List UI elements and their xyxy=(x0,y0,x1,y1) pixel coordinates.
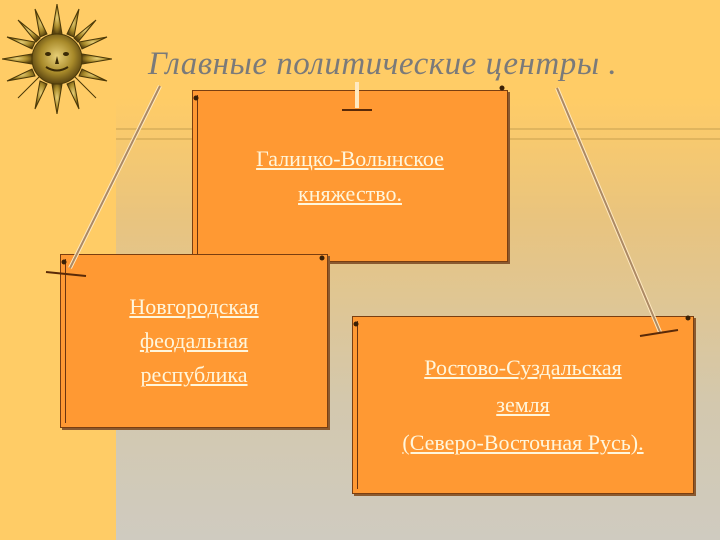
scroll-edge xyxy=(197,95,198,257)
box-text-line: феодальная xyxy=(139,327,249,353)
box-text-line: республика xyxy=(140,362,248,388)
slide-title: Главные политические центры . xyxy=(148,46,618,82)
sun-icon xyxy=(2,4,112,114)
box-text-line: (Северо-Восточная Русь). xyxy=(402,429,644,455)
galicia-volhynia-box: Галицко-Волынское княжество. xyxy=(192,90,508,262)
rostov-suzdal-box: Ростово-Суздальская земля (Северо-Восточ… xyxy=(352,316,694,494)
box-text-line: княжество. xyxy=(298,181,402,206)
box-text-line: Галицко-Волынское xyxy=(256,145,444,171)
box-text-line: земля xyxy=(496,392,550,418)
novgorod-republic-box: Новгородская феодальная республика xyxy=(60,254,328,428)
box-text-line: Ростово-Суздальская xyxy=(424,354,622,380)
box-text-line: Новгородская xyxy=(129,293,259,319)
scroll-edge xyxy=(65,259,66,423)
scroll-edge xyxy=(357,321,358,489)
